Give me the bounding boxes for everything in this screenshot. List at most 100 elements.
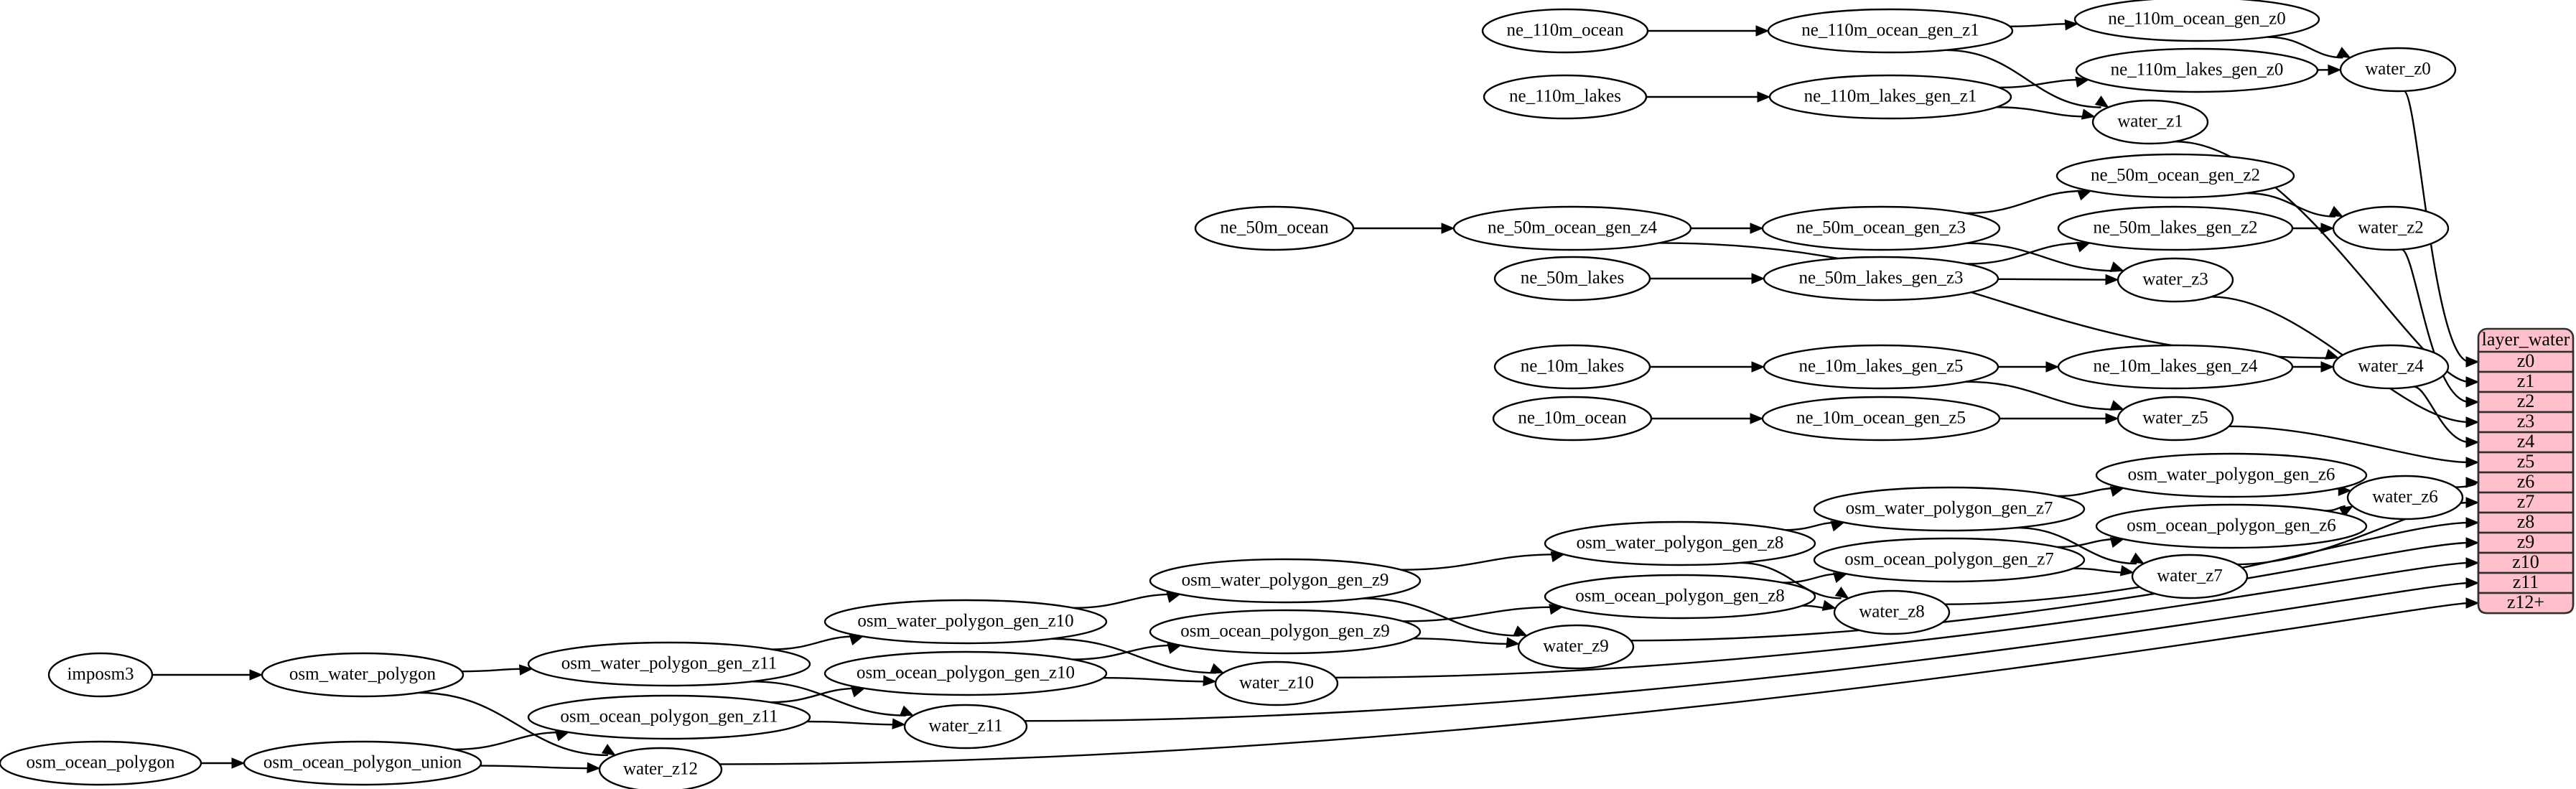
node-label: water_z4	[2358, 357, 2424, 376]
edge-osm_water_polygon_gen_z11-to-osm_water_polygon_gen_z10	[772, 635, 856, 650]
node-water_z12[interactable]: water_z12	[598, 747, 723, 789]
node-ne_10m_lakes[interactable]: ne_10m_lakes	[1493, 344, 1651, 390]
node-osm_ocean_polygon_gen_z8[interactable]: osm_ocean_polygon_gen_z8	[1544, 574, 1816, 620]
record-row-z2: z2	[2517, 391, 2535, 411]
node-ne_50m_lakes_gen_z2[interactable]: ne_50m_lakes_gen_z2	[2057, 205, 2294, 251]
node-label: osm_ocean_polygon_gen_z10	[857, 663, 1075, 683]
node-label: ne_50m_ocean_gen_z4	[1488, 218, 1658, 238]
edge-arrowhead	[1821, 599, 1837, 611]
edge-arrowhead	[2119, 565, 2134, 576]
node-label: osm_water_polygon_gen_z6	[2128, 465, 2335, 485]
node-ne_110m_lakes[interactable]: ne_110m_lakes	[1483, 74, 1648, 120]
node-osm_ocean_polygon_gen_z11[interactable]: osm_ocean_polygon_gen_z11	[527, 694, 811, 740]
edge-ne_50m_ocean_gen_z4-to-water_z4	[1658, 242, 2332, 359]
node-ne_50m_ocean_gen_z4[interactable]: ne_50m_ocean_gen_z4	[1452, 205, 1692, 251]
record-row-z3: z3	[2517, 411, 2535, 431]
node-label: ne_50m_lakes_gen_z3	[1798, 269, 1963, 288]
record-row-z8: z8	[2517, 511, 2535, 532]
node-label: ne_10m_ocean	[1518, 408, 1627, 428]
node-water_z4[interactable]: water_z4	[2332, 344, 2450, 390]
node-label: water_z6	[2372, 487, 2438, 507]
node-water_z9[interactable]: water_z9	[1517, 624, 1635, 670]
node-osm_water_polygon[interactable]: osm_water_polygon	[261, 652, 465, 698]
node-ne_50m_ocean[interactable]: ne_50m_ocean	[1194, 205, 1355, 251]
edge-ne_50m_ocean_gen_z2-to-water_z2	[2246, 192, 2335, 218]
node-label: ne_50m_ocean_gen_z3	[1796, 218, 1966, 238]
node-osm_water_polygon_gen_z9[interactable]: osm_water_polygon_gen_z9	[1149, 558, 1422, 604]
record-layer: layer_waterz0z1z2z3z4z5z6z7z8z9z10z11z12…	[2477, 327, 2575, 615]
node-ne_10m_ocean[interactable]: ne_10m_ocean	[1492, 396, 1653, 442]
node-water_z5[interactable]: water_z5	[2117, 396, 2234, 442]
edge-arrowhead	[2465, 356, 2480, 368]
node-osm_ocean_polygon_gen_z10[interactable]: osm_ocean_polygon_gen_z10	[823, 650, 1108, 696]
node-ne_110m_ocean_gen_z0[interactable]: ne_110m_ocean_gen_z0	[2073, 0, 2320, 42]
node-osm_ocean_polygon_gen_z7[interactable]: osm_ocean_polygon_gen_z7	[1813, 537, 2086, 583]
edge-arrowhead	[2336, 47, 2351, 58]
node-ne_110m_ocean[interactable]: ne_110m_ocean	[1481, 8, 1649, 54]
edge-arrowhead	[2465, 497, 2480, 508]
edge-ne_110m_lakes_gen_z1-to-water_z1	[1996, 106, 2088, 118]
edge-arrowhead	[2338, 505, 2353, 518]
node-ne_110m_lakes_gen_z0[interactable]: ne_110m_lakes_gen_z0	[2075, 47, 2319, 93]
node-osm_ocean_polygon_gen_z6[interactable]: osm_ocean_polygon_gen_z6	[2095, 503, 2368, 549]
node-label: osm_ocean_polygon_gen_z11	[560, 707, 778, 727]
edge-osm_ocean_polygon_gen_z10-to-water_z10	[1103, 677, 1209, 683]
node-imposm3[interactable]: imposm3	[47, 652, 154, 698]
node-osm_ocean_polygon[interactable]: osm_ocean_polygon	[0, 740, 202, 786]
node-water_z7[interactable]: water_z7	[2131, 554, 2249, 599]
node-ne_10m_lakes_gen_z5[interactable]: ne_10m_lakes_gen_z5	[1763, 344, 1999, 390]
node-label: osm_water_polygon_gen_z7	[1846, 499, 2053, 518]
edge-ne_110m_ocean_gen_z1-to-water_z1	[1945, 49, 2101, 108]
node-ne_110m_lakes_gen_z1[interactable]: ne_110m_lakes_gen_z1	[1768, 74, 2012, 120]
node-ne_50m_lakes_gen_z3[interactable]: ne_50m_lakes_gen_z3	[1763, 256, 1999, 302]
node-label: water_z10	[1239, 673, 1314, 693]
edge-arrowhead	[2465, 436, 2480, 448]
node-water_z8[interactable]: water_z8	[1833, 589, 1951, 635]
node-label: osm_water_polygon_gen_z9	[1182, 571, 1389, 590]
record-node-layer-water[interactable]: layer_waterz0z1z2z3z4z5z6z7z8z9z10z11z12…	[2477, 327, 2575, 615]
edge-arrowhead	[2129, 552, 2145, 564]
edge-osm_water_polygon_gen_z9-to-osm_water_polygon_gen_z8	[1401, 554, 1557, 571]
node-osm_water_polygon_gen_z10[interactable]: osm_water_polygon_gen_z10	[823, 599, 1108, 645]
edge-arrowhead	[2045, 361, 2060, 373]
node-label: osm_ocean_polygon_gen_z6	[2127, 516, 2336, 536]
node-ne_50m_lakes[interactable]: ne_50m_lakes	[1493, 256, 1651, 302]
record-row-z4: z4	[2517, 431, 2535, 452]
edge-arrowhead	[231, 757, 246, 769]
edge-arrowhead	[2465, 577, 2480, 589]
node-ne_10m_lakes_gen_z4[interactable]: ne_10m_lakes_gen_z4	[2057, 344, 2294, 390]
node-label: osm_water_polygon_gen_z8	[1577, 533, 1784, 553]
edge-osm_ocean_polygon_gen_z9-to-water_z9	[1413, 638, 1512, 645]
node-osm_ocean_polygon_union[interactable]: osm_ocean_polygon_union	[243, 740, 482, 786]
node-osm_water_polygon_gen_z8[interactable]: osm_water_polygon_gen_z8	[1544, 520, 1816, 566]
node-water_z0[interactable]: water_z0	[2339, 47, 2457, 93]
node-osm_ocean_polygon_gen_z9[interactable]: osm_ocean_polygon_gen_z9	[1149, 609, 1422, 655]
edge-osm_water_polygon-to-water_z12	[419, 691, 608, 757]
node-osm_water_polygon_gen_z6[interactable]: osm_water_polygon_gen_z6	[2095, 452, 2368, 498]
record-row-z5: z5	[2517, 451, 2535, 472]
record-header-label: layer_water	[2482, 329, 2570, 350]
node-water_z6[interactable]: water_z6	[2346, 475, 2464, 520]
node-water_z11[interactable]: water_z11	[903, 704, 1028, 750]
edge-arrowhead	[2094, 95, 2109, 108]
node-osm_water_polygon_gen_z11[interactable]: osm_water_polygon_gen_z11	[527, 641, 811, 687]
edge-arrowhead	[2077, 190, 2092, 201]
edge-water_z5-to-layer_water.z5	[2229, 425, 2470, 464]
node-water_z1[interactable]: water_z1	[2091, 99, 2209, 145]
node-label: ne_110m_ocean	[1507, 21, 1624, 40]
node-water_z3[interactable]: water_z3	[2117, 257, 2234, 303]
node-water_z2[interactable]: water_z2	[2332, 205, 2450, 251]
edge-arrowhead	[1757, 91, 1771, 103]
node-ne_50m_ocean_gen_z3[interactable]: ne_50m_ocean_gen_z3	[1761, 205, 2001, 251]
node-label: ne_10m_lakes_gen_z5	[1798, 357, 1963, 376]
record-row-z9: z9	[2517, 531, 2535, 552]
node-water_z10[interactable]: water_z10	[1214, 660, 1339, 706]
node-ne_110m_ocean_gen_z1[interactable]: ne_110m_ocean_gen_z1	[1767, 8, 2014, 54]
edge-osm_water_polygon_gen_z7-to-osm_water_polygon_gen_z6	[2057, 487, 2117, 498]
node-ne_50m_ocean_gen_z2[interactable]: ne_50m_ocean_gen_z2	[2055, 153, 2295, 199]
node-osm_water_polygon_gen_z7[interactable]: osm_water_polygon_gen_z7	[1813, 486, 2086, 532]
node-label: water_z7	[2157, 566, 2223, 586]
node-ne_10m_ocean_gen_z5[interactable]: ne_10m_ocean_gen_z5	[1761, 396, 2001, 442]
edge-ne_10m_lakes_gen_z5-to-water_z5	[1965, 381, 2117, 411]
edge-arrowhead	[249, 669, 263, 681]
